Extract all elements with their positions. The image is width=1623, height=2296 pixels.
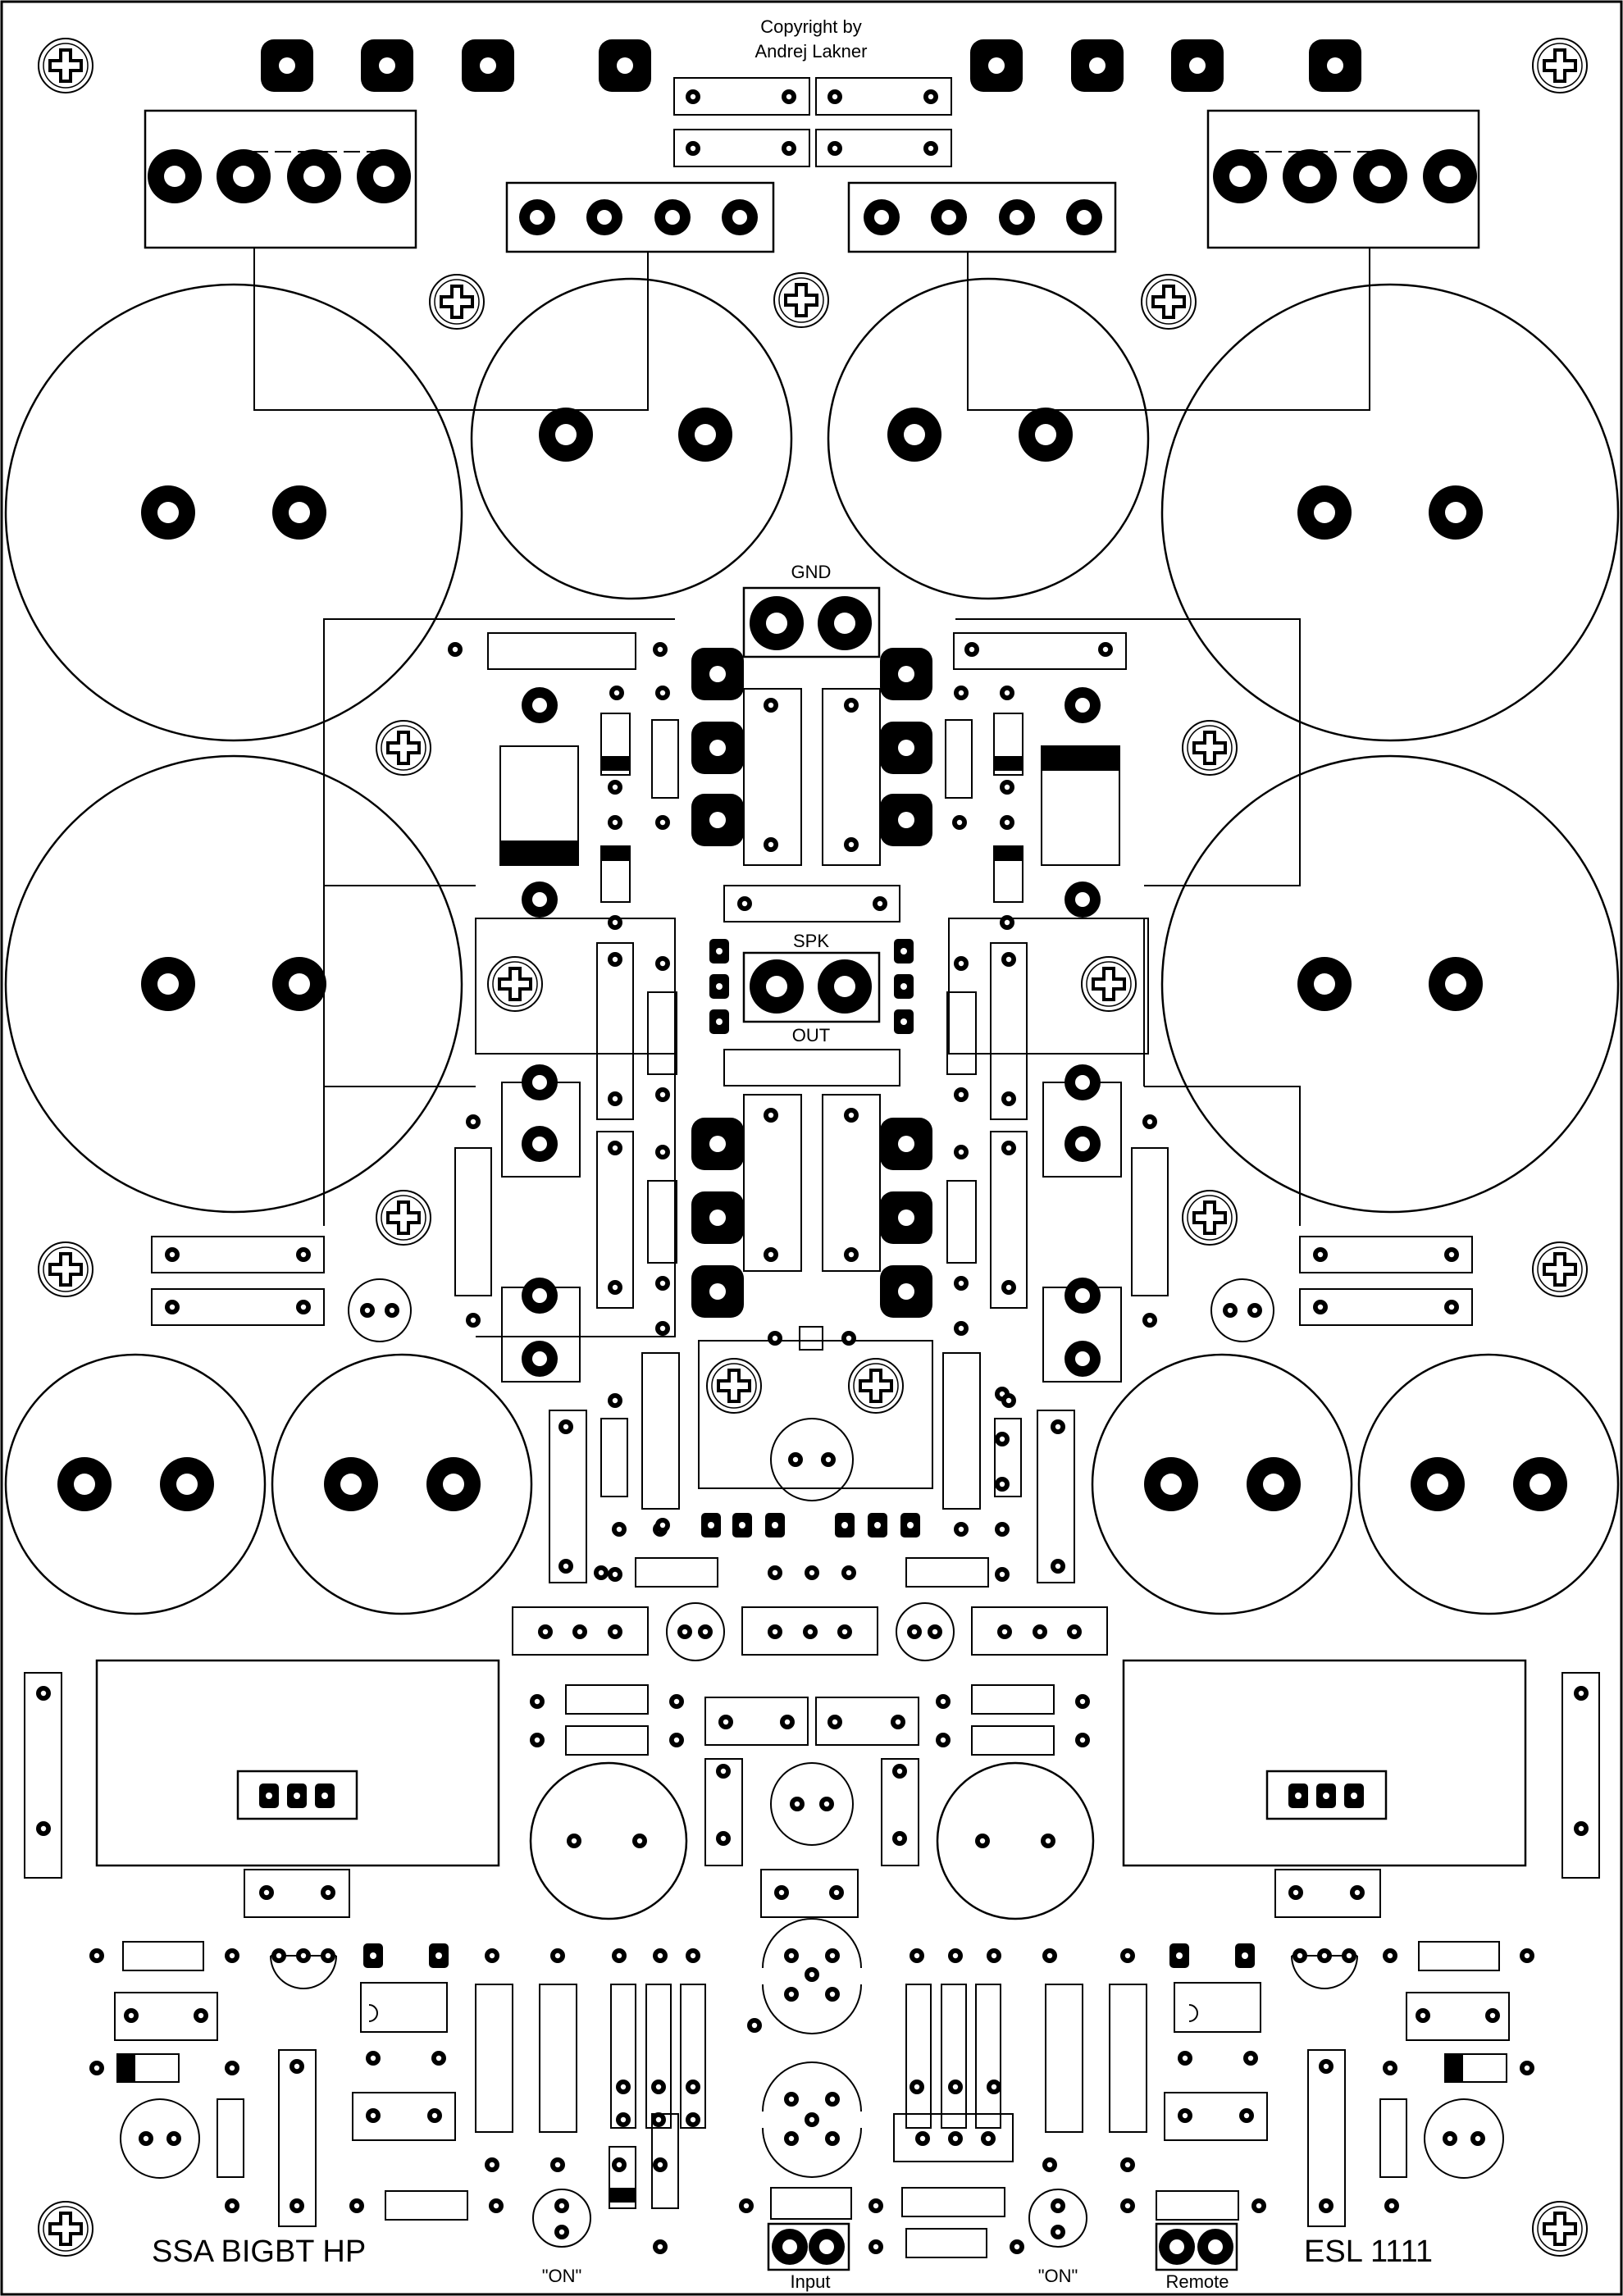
capacitor-medium <box>271 1353 533 1615</box>
capacitor-medium <box>1091 1353 1353 1615</box>
remote-connector <box>1155 2222 1238 2271</box>
input-label: Input <box>791 2271 831 2292</box>
on-label-right: "ON" <box>1038 2266 1078 2286</box>
copyright-line1: Copyright by <box>760 16 862 37</box>
capacitor-medium <box>827 277 1150 600</box>
gnd-connector <box>742 586 881 658</box>
capacitor-medium <box>1357 1353 1620 1615</box>
connector-right-top <box>1206 109 1480 249</box>
capacitor-large <box>4 283 463 742</box>
spk-connector <box>742 951 881 1023</box>
spk-label: SPK <box>793 931 829 951</box>
capacitor-large <box>4 754 463 1214</box>
out-label: OUT <box>792 1025 830 1046</box>
connector-left-top <box>144 109 417 249</box>
capacitor-large <box>1160 283 1620 742</box>
remote-label: Remote <box>1165 2271 1229 2292</box>
heatsink-left <box>95 1659 500 1867</box>
gnd-label: GND <box>791 562 832 582</box>
capacitor-medium <box>470 277 793 600</box>
capacitor-large <box>1160 754 1620 1214</box>
board-title-right: ESL 1111 <box>1304 2234 1433 2269</box>
header-mid-left <box>505 181 775 253</box>
top-resistors <box>673 77 952 167</box>
input-connector <box>767 2222 850 2271</box>
header-mid-right <box>847 181 1117 253</box>
on-label-left: "ON" <box>542 2266 582 2286</box>
copyright-line2: Andrej Lakner <box>755 41 868 61</box>
heatsink-right <box>1122 1659 1527 1867</box>
capacitor-medium <box>4 1353 267 1615</box>
board-title-left: SSA BIGBT HP <box>152 2234 366 2269</box>
